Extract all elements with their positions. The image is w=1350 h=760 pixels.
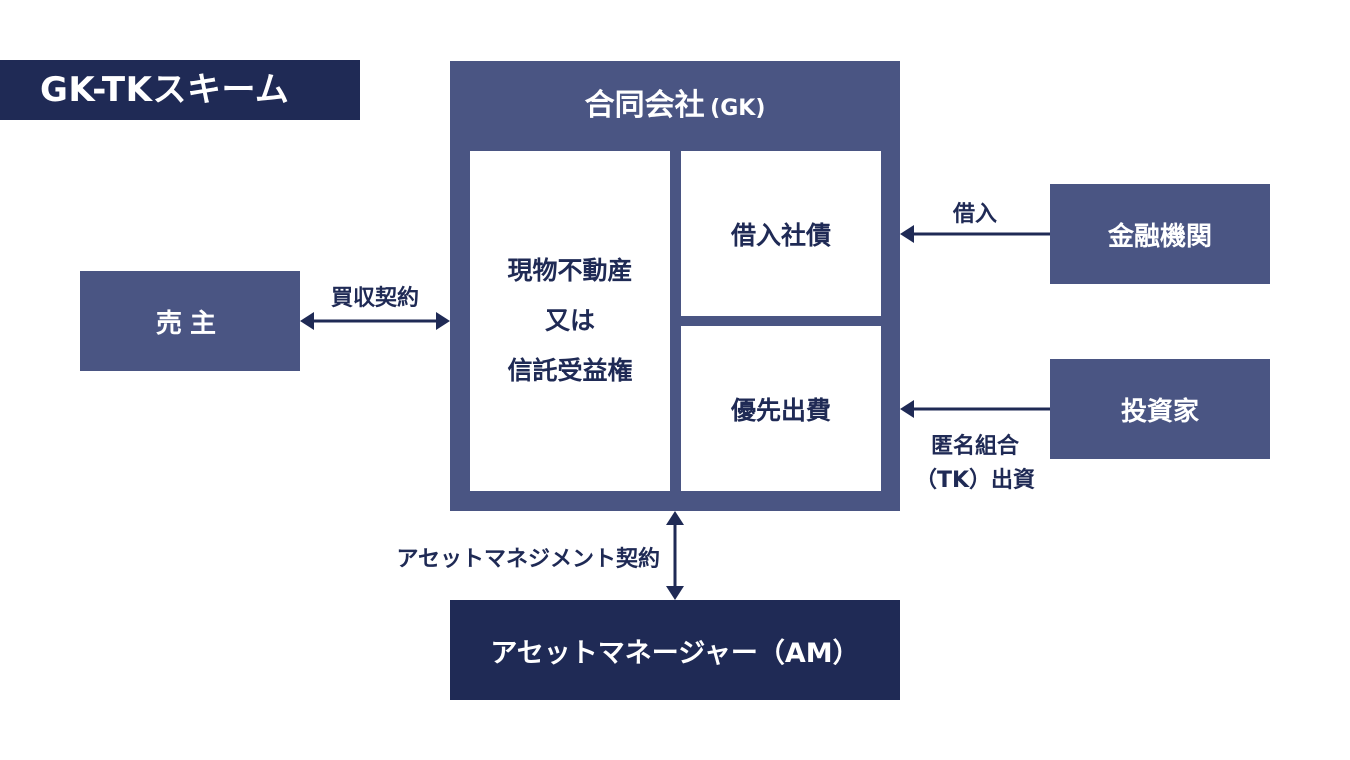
am-contract-label: アセットマネジメント契約 (396, 547, 660, 572)
tk-label-line-1: 匿名組合 (930, 434, 1019, 459)
debt-box: 借入社債 (681, 151, 881, 316)
asset-line-3: 信託受益権 (507, 356, 633, 385)
bank-box: 金融機関 (1050, 184, 1270, 284)
asset-line-1: 現物不動産 (507, 256, 633, 285)
loan-label: 借入 (952, 202, 997, 227)
tk-label-line-2: （TK）出資 (914, 468, 1036, 493)
asset-manager-box: アセットマネージャー（AM） (450, 600, 900, 700)
preferred-box: 優先出費 (681, 326, 881, 491)
am-contract-arrow (666, 511, 684, 600)
diagram-title: GK-TKスキーム (0, 60, 360, 120)
tk-investment-label: 匿名組合 （TK）出資 (900, 430, 1050, 498)
gk-name: 合同会社 (584, 88, 705, 123)
purchase-arrow (300, 312, 450, 330)
purchase-contract-label: 買収契約 (330, 286, 419, 311)
seller-box: 売主 (80, 271, 300, 371)
gk-abbr: (GK) (710, 96, 766, 121)
gk-title: 合同会社 (GK) (450, 80, 900, 124)
asset-line-2: 又は (544, 306, 595, 335)
loan-arrow (900, 225, 1050, 243)
asset-box: 現物不動産 又は 信託受益権 (470, 151, 670, 491)
tk-arrow (900, 400, 1050, 418)
investor-box: 投資家 (1050, 359, 1270, 459)
